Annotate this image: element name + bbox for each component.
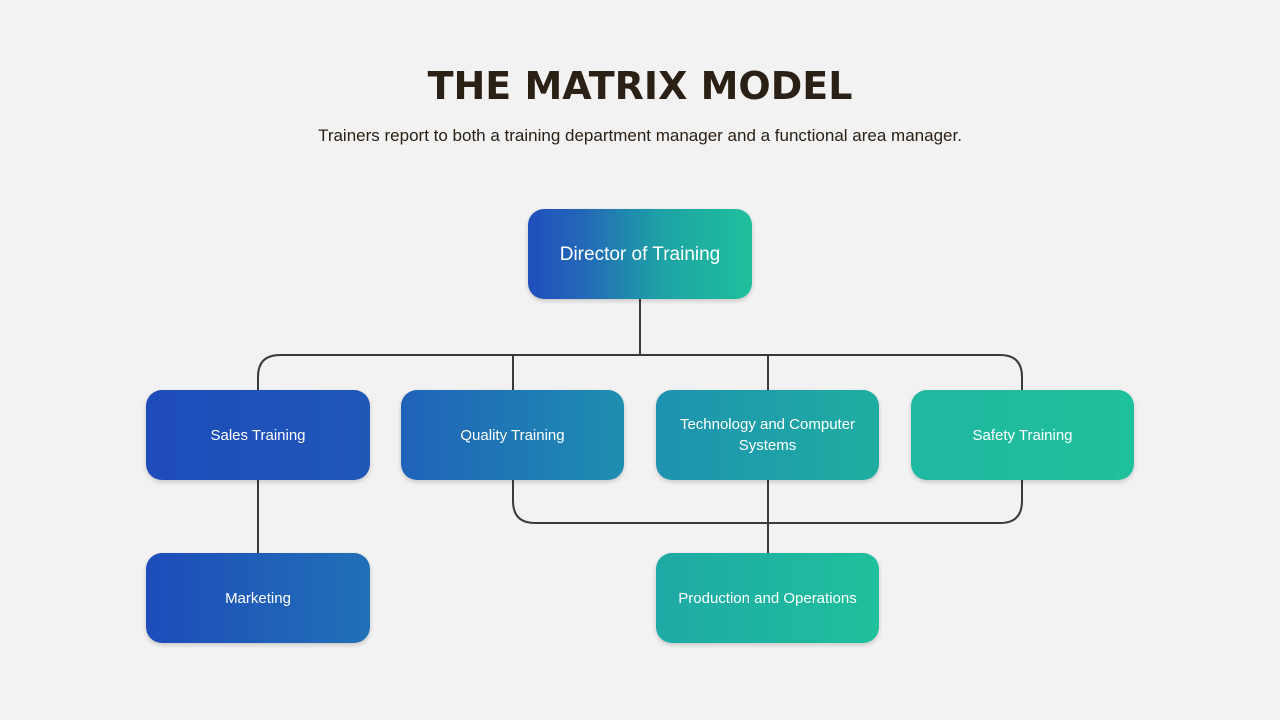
node-production-and-operations: Production and Operations (656, 553, 879, 643)
node-marketing: Marketing (146, 553, 370, 643)
page-subtitle: Trainers report to both a training depar… (318, 126, 962, 145)
node-label: Quality Training (460, 426, 565, 444)
node-label: Safety Training (972, 426, 1073, 444)
node-technology-and-computer-systems: Technology and Computer Systems (656, 390, 879, 480)
node-safety-training: Safety Training (911, 390, 1134, 480)
page-title: THE MATRIX MODEL (427, 64, 853, 108)
node-label: Production and Operations (678, 589, 857, 607)
node-label: Director of Training (559, 243, 721, 265)
node-label: Marketing (225, 589, 291, 607)
node-quality-training: Quality Training (401, 390, 624, 480)
node-director-of-training: Director of Training (528, 209, 752, 299)
node-label: Technology and Computer Systems (679, 416, 856, 454)
node-sales-training: Sales Training (146, 390, 370, 480)
node-label: Sales Training (210, 426, 306, 444)
connector-top-bus (257, 354, 1023, 390)
